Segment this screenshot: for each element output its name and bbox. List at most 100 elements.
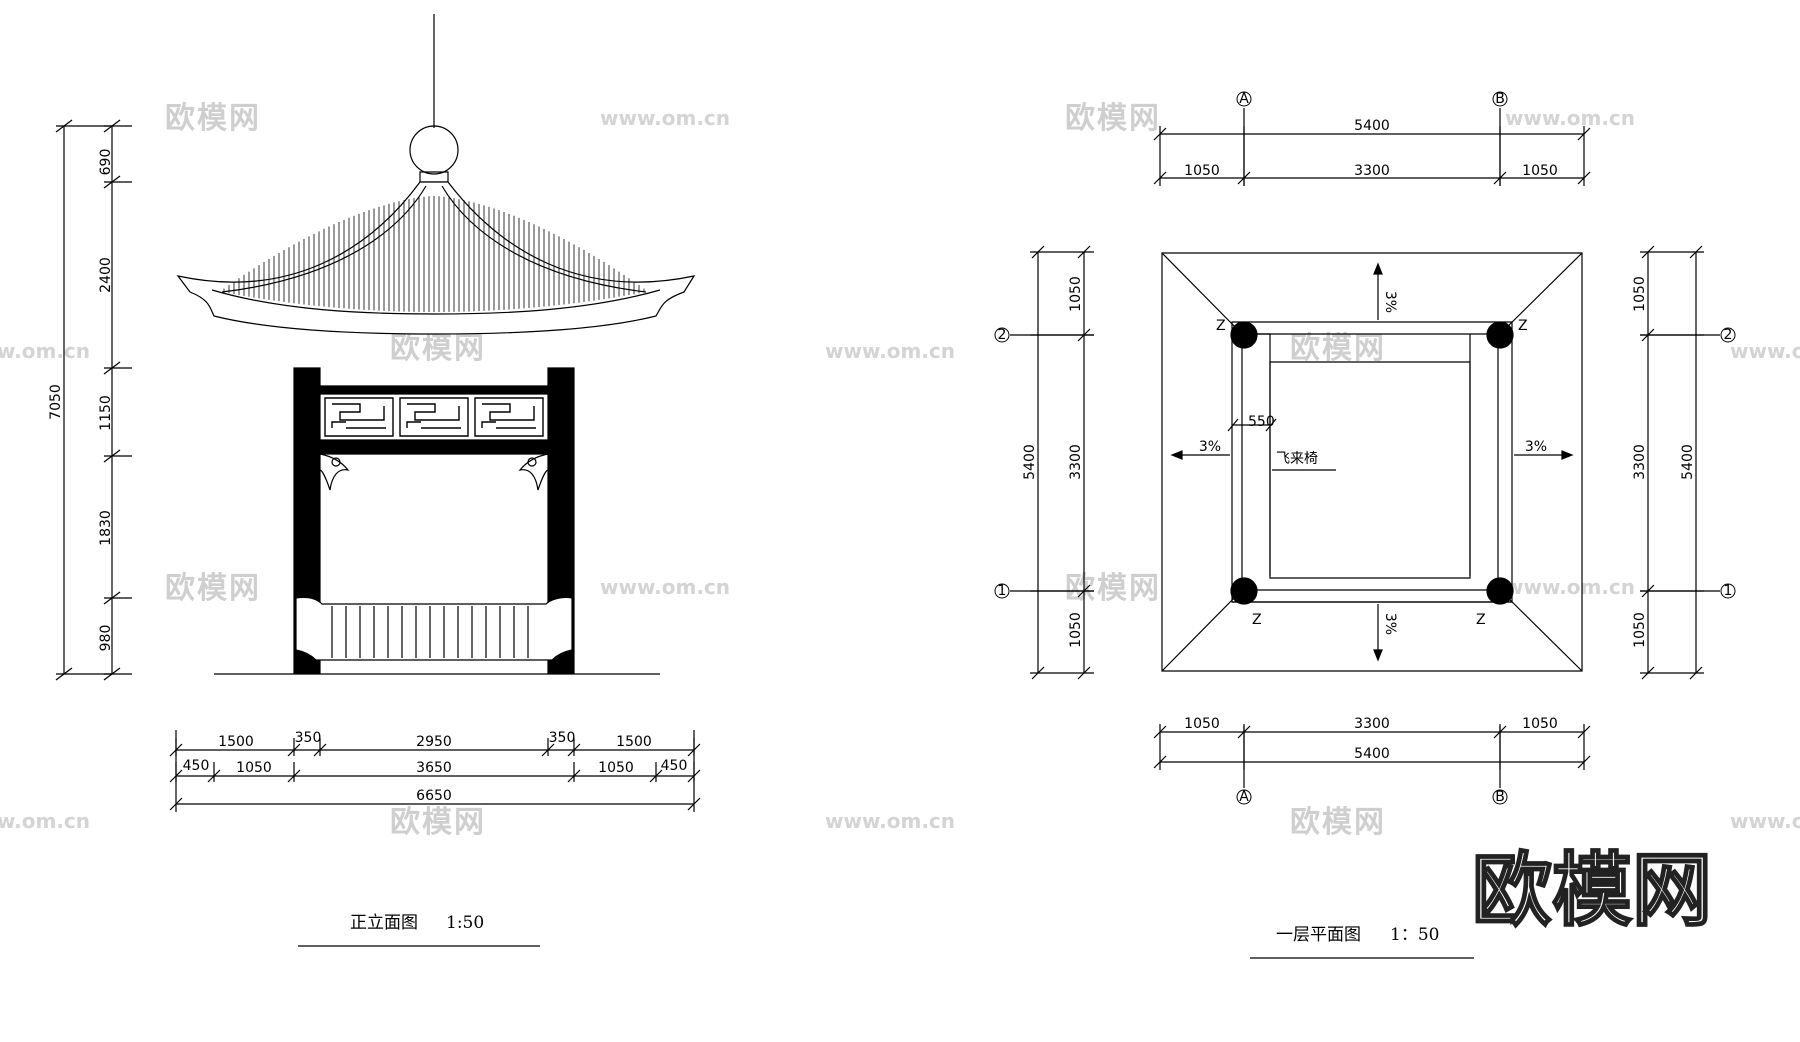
watermark-logo: 欧模网 bbox=[1472, 844, 1712, 937]
dim-5400: 5400 bbox=[1022, 444, 1038, 480]
roof-tiles bbox=[224, 196, 644, 312]
axis-label-2: 2 bbox=[998, 327, 1007, 343]
bracket-scroll bbox=[528, 458, 536, 466]
watermark-url: www.om.cn bbox=[825, 809, 955, 833]
lattice-panel bbox=[400, 398, 468, 436]
beam-outline bbox=[1242, 334, 1498, 590]
plan-title: 一层平面图 bbox=[1276, 925, 1361, 945]
dim-450: 450 bbox=[661, 758, 688, 774]
watermark-brand: 欧模网 bbox=[1290, 331, 1386, 366]
dim-450: 450 bbox=[183, 758, 210, 774]
axis-bubbles: A B A B 2 1 2 1 bbox=[995, 91, 1735, 805]
column-plan bbox=[1231, 578, 1257, 604]
column-plan bbox=[1231, 322, 1257, 348]
dim-3300: 3300 bbox=[1632, 444, 1648, 480]
watermark-brand: 欧模网 bbox=[390, 805, 486, 840]
dim-3300: 3300 bbox=[1354, 163, 1390, 179]
lintel-top bbox=[320, 386, 548, 394]
watermark-brand: 欧模网 bbox=[1065, 101, 1161, 136]
hip-line bbox=[1162, 253, 1242, 334]
axis-bubble bbox=[1721, 584, 1735, 598]
dim-tick bbox=[1578, 128, 1590, 140]
dim-1830: 1830 bbox=[98, 510, 114, 546]
dim-ticks bbox=[1030, 126, 1704, 770]
roof-outline bbox=[178, 182, 694, 334]
hip-line bbox=[1162, 590, 1242, 671]
dim-1050: 1050 bbox=[236, 760, 272, 776]
lattice-panel bbox=[325, 398, 393, 436]
column-tag: Z bbox=[1216, 318, 1226, 334]
plan-scale: 1：50 bbox=[1390, 925, 1439, 945]
roof-ridge-right bbox=[442, 186, 646, 292]
dim-5400: 5400 bbox=[1354, 746, 1390, 762]
dim-3300: 3300 bbox=[1354, 716, 1390, 732]
dim-2950: 2950 bbox=[416, 734, 452, 750]
dim-5400: 5400 bbox=[1680, 444, 1696, 480]
dim-3300: 3300 bbox=[1068, 444, 1084, 480]
watermark-url: www.om.cn bbox=[0, 809, 90, 833]
dim-1050: 1050 bbox=[1068, 276, 1084, 312]
dim-980: 980 bbox=[98, 625, 114, 652]
hip-line bbox=[1500, 253, 1582, 334]
elevation-view bbox=[56, 14, 694, 680]
dim-tick bbox=[1032, 667, 1044, 679]
roof-ridge-left bbox=[222, 186, 426, 292]
axis-bubble bbox=[1237, 790, 1251, 804]
watermark-brand: 欧模网 bbox=[1065, 571, 1161, 606]
dim-1500: 1500 bbox=[616, 734, 652, 750]
watermark-url: www.om.cn bbox=[0, 339, 90, 363]
watermark-url: www.om.cn bbox=[1730, 339, 1800, 363]
dim-tick bbox=[1154, 756, 1166, 768]
dim-3650: 3650 bbox=[416, 760, 452, 776]
plan-view bbox=[1010, 108, 1720, 788]
dim-350: 350 bbox=[549, 730, 576, 746]
slope-label: 3% bbox=[1525, 439, 1547, 455]
axis-label-b: B bbox=[1495, 789, 1505, 805]
dim-690: 690 bbox=[98, 149, 114, 176]
watermark-url: www.om.cn bbox=[825, 339, 955, 363]
bench-label: 飞来椅 bbox=[1276, 451, 1318, 467]
arrow-head-icon bbox=[1374, 264, 1382, 274]
watermark-brand: 欧模网 bbox=[165, 101, 261, 136]
axis-bubble bbox=[1237, 92, 1251, 106]
column-tag: Z bbox=[1252, 612, 1262, 628]
dim-ticks bbox=[56, 120, 132, 680]
axis-bubble bbox=[995, 328, 1009, 342]
dim-tick bbox=[1228, 419, 1238, 431]
lattice-panel bbox=[475, 398, 543, 436]
column-plan bbox=[1487, 322, 1513, 348]
bracket-scroll bbox=[332, 458, 340, 466]
dim-1150: 1150 bbox=[98, 395, 114, 431]
dim-1050: 1050 bbox=[1632, 612, 1648, 648]
elevation-dims-horizontal bbox=[170, 730, 700, 812]
dim-1050: 1050 bbox=[1632, 276, 1648, 312]
bracket-carving-right bbox=[520, 454, 548, 490]
lattice-pattern bbox=[407, 404, 461, 428]
axis-bubble bbox=[995, 584, 1009, 598]
dim-1050: 1050 bbox=[1184, 163, 1220, 179]
dim-1050: 1050 bbox=[1184, 716, 1220, 732]
watermark-url: www.om.cn bbox=[1730, 809, 1800, 833]
axis-bubble bbox=[1493, 92, 1507, 106]
watermark-url: www.om.cn bbox=[600, 575, 730, 599]
bench-depth: 550 bbox=[1248, 414, 1275, 430]
watermarks: 欧模网 www.om.cn 欧模网 www.om.cn www.om.cn 欧模… bbox=[0, 101, 1800, 840]
arrow-head-icon bbox=[1172, 451, 1182, 459]
watermark-brand: 欧模网 bbox=[1290, 805, 1386, 840]
dim-1050: 1050 bbox=[598, 760, 634, 776]
roof-outline-plan bbox=[1162, 253, 1582, 671]
elevation-title: 正立面图 bbox=[350, 913, 418, 933]
slope-label: 3% bbox=[1382, 613, 1398, 635]
dim-tick bbox=[1154, 128, 1166, 140]
dim-6650: 6650 bbox=[416, 788, 452, 804]
dim-1050: 1050 bbox=[1068, 612, 1084, 648]
bracket-carving-left bbox=[320, 454, 348, 490]
elevation-scale: 1:50 bbox=[446, 913, 484, 933]
roof-eave-line bbox=[212, 290, 660, 314]
watermark-brand: 欧模网 bbox=[165, 571, 261, 606]
arrow-head-icon bbox=[1562, 451, 1572, 459]
dim-tick bbox=[1578, 756, 1590, 768]
finial-ball bbox=[409, 125, 459, 175]
dim-1050: 1050 bbox=[1522, 163, 1558, 179]
